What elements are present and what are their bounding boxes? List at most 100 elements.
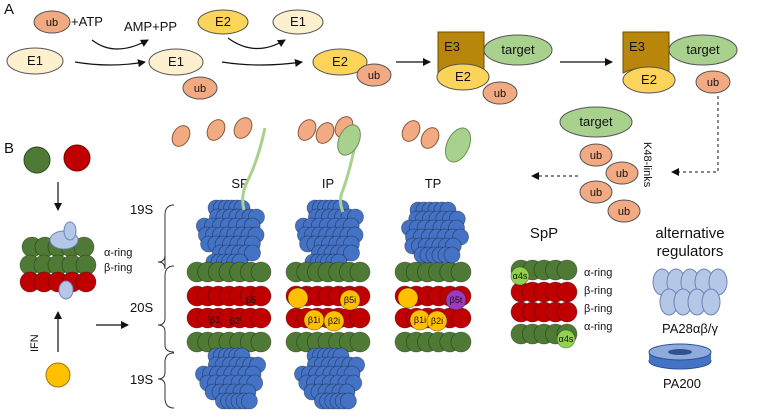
target-protein [483,34,553,66]
alpha-subunit [450,261,472,283]
label-19s-top: 19S [130,202,153,217]
beta2-label: β2 [230,316,240,326]
alpha-subunit-free [23,146,51,174]
ubiquitin-on-target-label: ub [707,77,719,89]
alpha-subunit [349,261,371,283]
peptide-chain [339,144,357,213]
beta2-label: β2i [328,316,340,326]
released-ubiquitin [233,117,253,139]
atp-label: +ATP [71,14,103,29]
beta-subunit [75,271,97,293]
pa200-label: PA200 [663,376,701,391]
ubiquitin-free-label: ub [46,17,58,29]
e2-bound [436,63,490,91]
released-ubiquitin [420,127,440,149]
pa200-regulator [648,343,712,370]
released-ubiquitin [297,119,317,141]
e2-free [197,9,249,35]
amp-label: AMP+PP [124,19,177,34]
beta5t-label: β5t [450,295,463,305]
beta-subunit [556,301,578,323]
k48-links-label: K48-links [641,142,653,188]
spp-ring-label-1: α-ring [584,267,612,279]
ubiquitin-chain-2-label: ub [616,168,628,180]
immunosubunit [323,310,345,332]
e3-ligase-2-label: E3 [629,39,645,54]
target-protein-2 [668,34,738,66]
alpha-subunit [450,331,472,353]
alpha4s-subunit [556,329,576,349]
immunosubunit-free [45,362,71,388]
released-ubiquitin [171,125,191,147]
e2-bound-2-label: E2 [641,72,657,87]
spp-ring-label-3: β-ring [584,303,612,315]
alpha-subunit [349,331,371,353]
e1-free-label: E1 [27,53,43,68]
target-fragment [444,127,472,163]
e2-bound-2 [622,66,676,94]
immunosubunit [287,287,309,309]
cap-subunit [339,392,357,410]
beta-subunit [250,307,272,329]
released-ubiquitin [401,120,421,142]
alternative-regulators: alternative regulators PA28αβ/γ PA200 [648,225,728,391]
proteasome-assembly: α-ring β-ring IFN [19,144,132,388]
e3-e2-target-complex: E3 target E2 ub [436,31,613,105]
e2-free-label: E2 [215,14,231,29]
label-19s-bottom: 19S [130,372,153,387]
ubiquitin-on-e2 [356,63,392,87]
beta5-label: β5 [246,295,256,305]
cap-subunit [240,392,258,410]
ubiquitin-chain-1-label: ub [590,150,602,162]
ubiquitin-chain-3-label: ub [590,187,602,199]
cap-subunit [244,244,261,262]
target-protein-3 [559,106,633,138]
pa28-subunit [701,288,721,316]
target-protein-3-label: target [579,114,613,129]
immunosubunit [339,289,361,311]
bracket-19s-bottom [157,352,175,409]
e1-charged-label: E1 [168,54,184,69]
panel-a-label: A [4,1,14,18]
beta-subunit [349,307,371,329]
ubiquitin-on-e2-bound [482,81,518,105]
e1-ub-complex: E1 ub [148,48,218,100]
e1-free [6,47,64,75]
beta5-label: β5i [344,295,356,305]
immunosubunit [426,310,448,332]
e2-bound-label: E2 [455,69,471,84]
ubiquitin-chain-4-label: ub [618,206,630,218]
beta-subunit-free [63,144,91,172]
peptide-chain [241,127,267,211]
alt-regulators-title-1: alternative [655,225,724,242]
e3-ligase-label: E3 [444,39,460,54]
beta1i-label: β1i [414,315,426,325]
arrow-amp-release [91,39,149,50]
immunoproteasome: β5i β1i β2i [285,199,371,410]
bracket-20s [157,265,175,353]
ubiquitin-on-e1-label: ub [194,83,206,95]
cap-subunit [443,246,461,264]
immunosubunit [397,287,419,309]
beta1-label: β1i [308,315,320,325]
ubiquitin-chain-3 [579,180,613,204]
spp-ring-label-2: β-ring [584,285,612,297]
step-ub-activation: ub +ATP E1 AMP+PP [6,10,177,75]
assembly-alpha-ring-label: α-ring [104,247,132,259]
ubiquitin-on-e2-label: ub [368,70,380,82]
polyubiquitinated-target: target ub ub ub ub K48-links [559,106,653,223]
ifn-label: IFN [29,334,41,352]
assembly-beta-ring-label: β-ring [104,262,132,274]
standard-proteasome: β5 β1 β2 [186,199,272,410]
beta1-label: β1 [210,315,220,325]
pa28-regulator [652,268,728,316]
e2-charged [312,48,368,76]
ubiquitin-on-e1 [182,76,218,100]
e3-target-ub-complex: E3 target E2 ub [622,31,738,94]
particle-brackets: 19S 20S 19S [130,202,175,409]
beta-subunit [450,307,472,329]
target-protein-label: target [501,42,535,57]
assembly-chaperone [63,221,77,241]
pa28-label: PA28αβ/γ [662,321,718,336]
